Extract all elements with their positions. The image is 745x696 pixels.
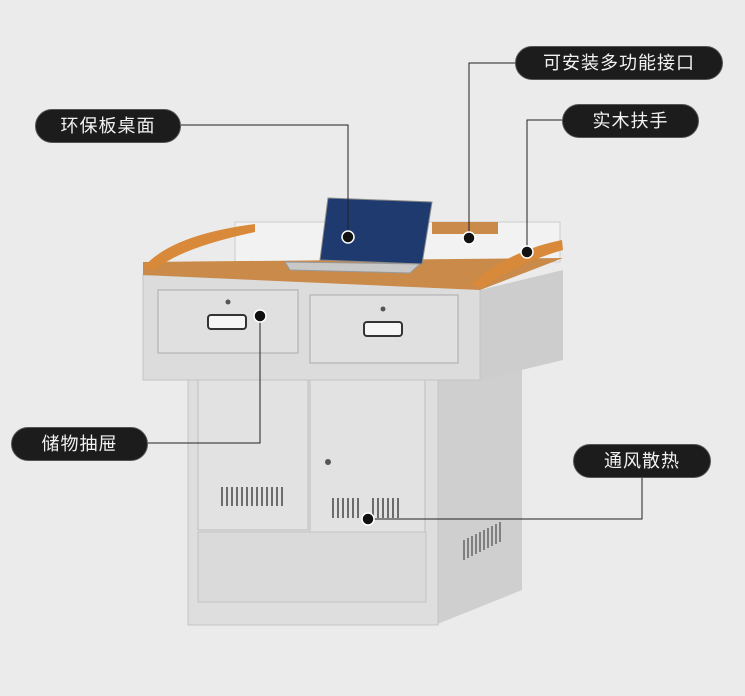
callout-drawers: 储物抽屉	[11, 427, 148, 461]
callout-armrest: 实木扶手	[562, 104, 699, 138]
callout-lines	[148, 62, 643, 520]
callout-dots	[253, 230, 534, 526]
cabinet-plinth	[197, 531, 427, 603]
callout-interface: 可安装多功能接口	[515, 46, 723, 80]
drawer-handle-left	[207, 314, 247, 330]
desk-side	[480, 270, 563, 380]
vent-left	[221, 487, 283, 506]
callout-desktop: 环保板桌面	[35, 109, 181, 143]
armrest-left	[143, 224, 255, 270]
cabinet-side	[435, 370, 522, 625]
laptop-screen	[319, 197, 433, 265]
vent-right	[332, 498, 399, 518]
cabinet-door-left	[197, 371, 309, 531]
drawer-handle-right	[363, 321, 403, 337]
laptop-base	[284, 261, 422, 274]
wood-desktop	[143, 258, 563, 290]
callout-ventilation: 通风散热	[573, 444, 711, 478]
vent-side	[463, 522, 501, 560]
armrest-right	[470, 240, 563, 288]
wood-top-strip	[432, 222, 498, 234]
door-lock	[325, 459, 331, 465]
drawer-right	[309, 294, 459, 364]
